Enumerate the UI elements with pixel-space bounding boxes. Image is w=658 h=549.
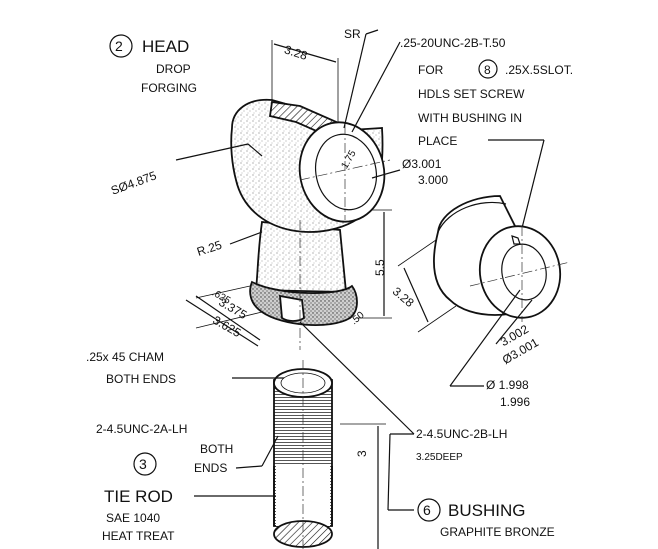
tie-rod-cham1: .25x 45 CHAM [86,350,164,364]
note-line2-pre: FOR [418,63,444,77]
setscrew-note: .25-20UNC-2B-T.50 FOR 8 .25X.5SLOT. HDLS… [400,36,573,237]
tie-rod-thread3: ENDS [194,461,227,475]
head-base [249,280,358,327]
head-bore-inner [315,133,377,211]
head-sub1: DROP [156,62,191,76]
bushing-top [437,201,507,233]
head-neck [255,221,347,293]
head-number: 2 [115,38,123,54]
tie-rod-number: 3 [139,456,147,472]
note-sr: SR [344,27,361,41]
tie-rod-dim-len: 3 [355,450,369,457]
head-dim-width: 3.28 [283,42,310,63]
thread-note-line1: 2-4.5UNC-2B-LH [416,427,507,441]
tie-rod-treat: HEAT TREAT [102,529,175,543]
tie-rod-labels: .25x 45 CHAM BOTH ENDS 2-4.5UNC-2A-LH BO… [86,350,386,549]
bushing-dim-id-hi: Ø 1.998 [486,378,529,392]
thread-note-line2: 3.25DEEP [416,452,463,463]
head-number-circle [109,34,133,58]
bushing-number-circle [417,498,441,522]
tie-rod-number-circle [133,452,157,476]
head-title-block: 2 HEAD DROP FORGING [109,34,197,95]
head-dim-height: 5.5 [373,259,387,276]
head-sub2: FORGING [141,81,197,95]
bushing-title-block: 6 BUSHING GRAPHITE BRONZE [417,498,555,539]
head-base-slot [278,294,305,322]
head-dim-fillet: R.25 [195,238,224,259]
bushing-dim-id-lo: 1.996 [500,395,530,409]
note-line2-post: .25X.5SLOT. [505,63,573,77]
note-line3: HDLS SET SCREW [418,87,525,101]
head-part [230,98,391,350]
head-dim-sphere: SØ4.875 [109,168,159,197]
head-dim-bore-hi: Ø3.001 [402,157,442,171]
head-title: HEAD [142,37,189,56]
bushing-part [433,195,571,322]
bushing-slot [511,235,521,245]
tie-rod-cham2: BOTH ENDS [106,372,176,386]
bushing-number: 6 [423,502,431,518]
bushing-material: GRAPHITE BRONZE [440,525,555,539]
bushing-end-outer [478,225,562,319]
note-line2-num: 8 [484,63,491,77]
thread-note: 2-4.5UNC-2B-LH 3.25DEEP [299,321,507,511]
note-line4: WITH BUSHING IN [418,111,522,125]
note-line5: PLACE [418,134,457,148]
tie-rod-part [273,360,333,549]
tie-rod-material: SAE 1040 [106,511,160,525]
tie-rod-thread1: 2-4.5UNC-2A-LH [96,422,187,436]
note-line1: .25-20UNC-2B-T.50 [400,36,506,50]
tie-rod-title: TIE ROD [104,487,173,506]
tie-rod-thread2: BOTH [200,442,233,456]
bushing-title: BUSHING [448,501,525,520]
note-part8-circle [478,59,498,79]
head-dim-bore-lo: 3.000 [418,173,448,187]
